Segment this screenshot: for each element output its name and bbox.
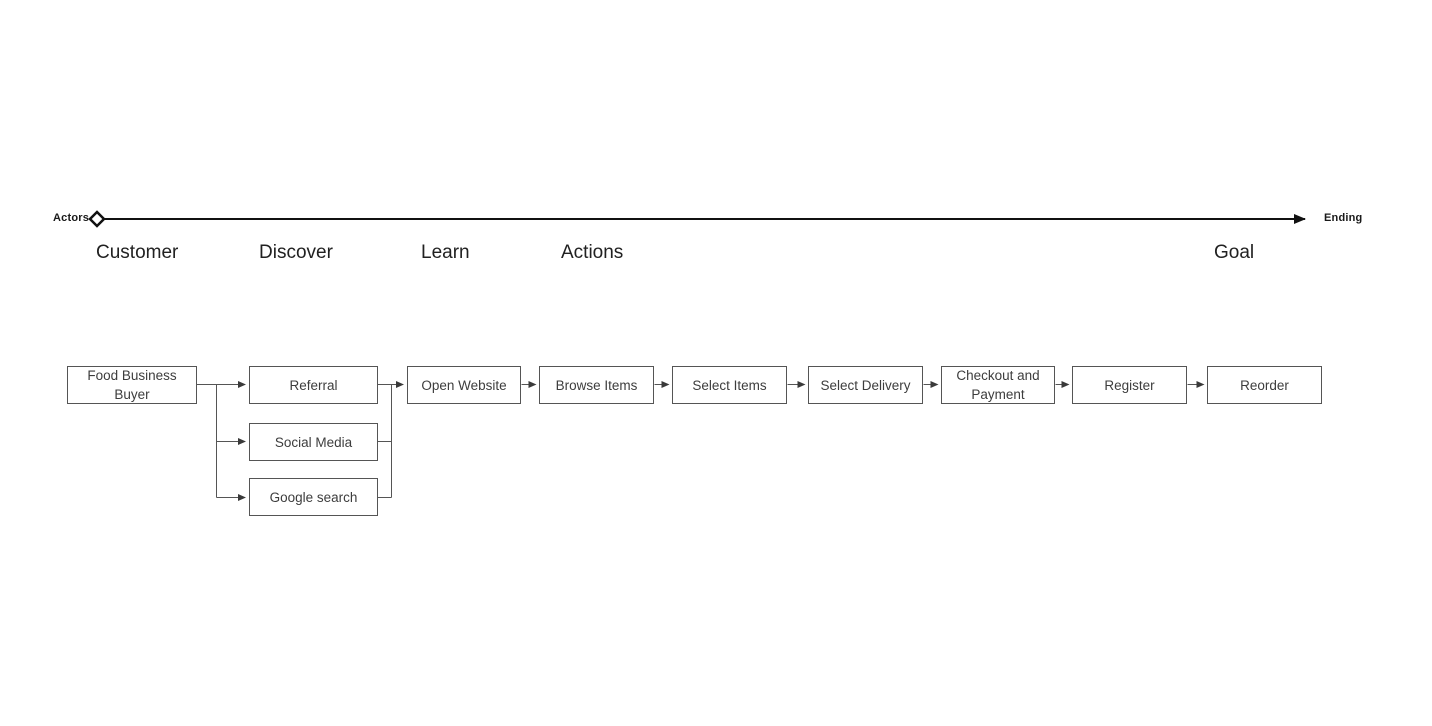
stage-label-discover: Discover: [259, 242, 333, 263]
node-select-items[interactable]: Select Items: [672, 366, 787, 404]
stage-label-goal: Goal: [1214, 242, 1255, 263]
node-referral[interactable]: Referral: [249, 366, 378, 404]
node-reorder[interactable]: Reorder: [1207, 366, 1322, 404]
node-select-delivery[interactable]: Select Delivery: [808, 366, 923, 404]
node-browse-items[interactable]: Browse Items: [539, 366, 654, 404]
timeline-start-diamond-icon: [88, 210, 106, 228]
node-open-website[interactable]: Open Website: [407, 366, 521, 404]
node-food-business-buyer[interactable]: Food Business Buyer: [67, 366, 197, 404]
timeline-actors-label: Actors: [53, 212, 90, 224]
stage-label-actions: Actions: [561, 242, 624, 263]
connector-edges: [196, 381, 1205, 501]
node-register[interactable]: Register: [1072, 366, 1187, 404]
stage-label-customer: Customer: [96, 242, 179, 263]
stage-label-learn: Learn: [421, 242, 470, 263]
node-checkout-and-payment[interactable]: Checkout and Payment: [941, 366, 1055, 404]
timeline-ending-label: Ending: [1324, 212, 1363, 224]
node-google-search[interactable]: Google search: [249, 478, 378, 516]
node-social-media[interactable]: Social Media: [249, 423, 378, 461]
